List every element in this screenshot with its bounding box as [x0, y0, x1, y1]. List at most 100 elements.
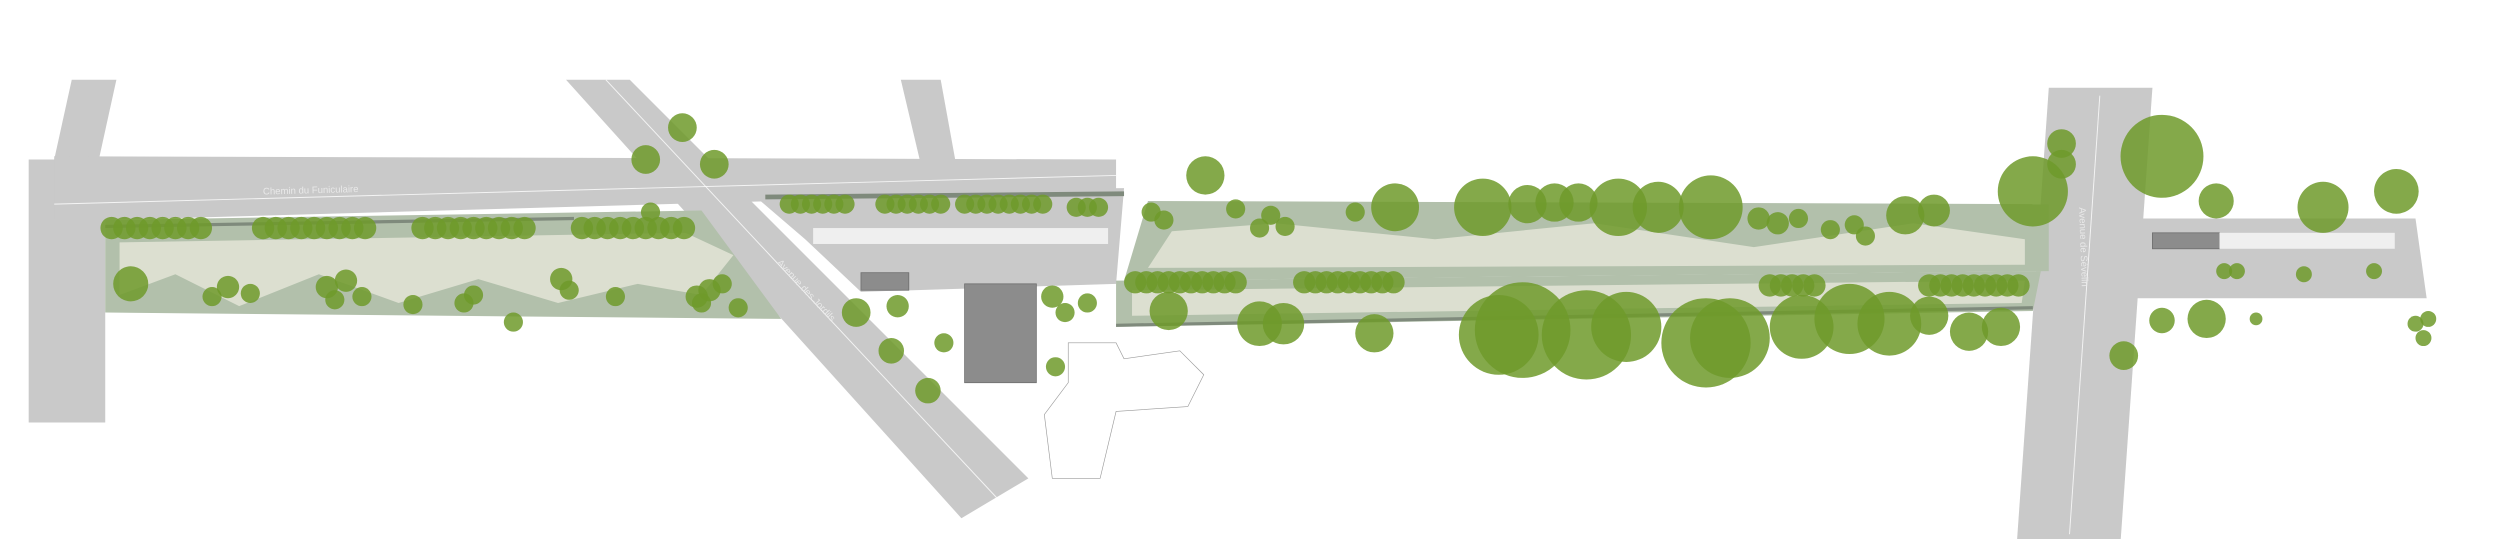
tree [559, 280, 579, 300]
tree [2415, 330, 2432, 347]
tree [1508, 184, 1547, 224]
tree [631, 145, 661, 174]
tree [1275, 216, 1295, 237]
tree [2228, 263, 2245, 280]
tree [878, 338, 905, 364]
tree [353, 216, 377, 240]
south-building-outline [1043, 342, 1205, 479]
tree [2374, 169, 2419, 214]
trees [100, 113, 2437, 404]
tree [605, 287, 625, 307]
tree [352, 287, 372, 307]
tree [2216, 263, 2233, 280]
tree [2047, 129, 2076, 158]
funiculaire-road [54, 156, 1117, 221]
tree [2249, 312, 2263, 326]
tree [886, 295, 909, 318]
tree [1250, 218, 1270, 238]
tree [2297, 181, 2349, 233]
tree [240, 283, 260, 303]
west-road-north [54, 79, 117, 160]
tree [1589, 178, 1648, 237]
tree [1766, 212, 1789, 235]
north-spur [900, 79, 957, 168]
tree [835, 194, 855, 214]
tree [1857, 291, 1922, 356]
tree [1632, 181, 1684, 233]
tree [699, 149, 729, 179]
tree [1224, 271, 1247, 294]
tree [1690, 298, 1770, 378]
tree [1261, 205, 1281, 225]
tree [1820, 220, 1840, 240]
east-platform [2136, 218, 2427, 299]
tree [1454, 178, 1512, 237]
tree [728, 298, 748, 318]
tree [1458, 295, 1539, 375]
tree [712, 274, 732, 294]
tree [1981, 307, 2021, 347]
tree [2366, 263, 2383, 280]
tree [202, 287, 222, 307]
east-shelter [2152, 232, 2220, 250]
west-park-lawn [119, 232, 734, 307]
tree [915, 377, 941, 404]
street-label-east-avenue: Avenue de Sévelin [2076, 207, 2090, 287]
tree [1226, 199, 1246, 219]
tree [1855, 226, 1875, 246]
tree [2149, 307, 2175, 334]
tree [1997, 156, 2068, 227]
tree [1055, 302, 1075, 323]
tree [1186, 156, 1225, 195]
tree [513, 216, 536, 240]
tree [1262, 302, 1305, 345]
tree [2109, 341, 2139, 370]
tree [1033, 194, 1053, 214]
tree [1591, 291, 1662, 362]
building [964, 283, 1037, 384]
tree [2187, 299, 2226, 339]
tree [1149, 291, 1188, 331]
central-park-lawn [1147, 223, 2025, 268]
tree [1355, 314, 1394, 353]
tree [216, 275, 240, 299]
tree [1088, 197, 1109, 217]
tree [403, 295, 423, 315]
tree [691, 293, 712, 313]
tree [1382, 271, 1405, 294]
tree [931, 194, 951, 214]
tree [2295, 266, 2312, 283]
tree [503, 312, 523, 332]
tree [2198, 183, 2234, 219]
tree [1949, 312, 1989, 351]
tree [1678, 175, 1743, 240]
tree [1041, 285, 1064, 308]
tree [2120, 114, 2204, 198]
tree [640, 202, 661, 222]
tree [1077, 293, 1097, 313]
tree [1747, 207, 1770, 230]
wall [765, 191, 1125, 200]
tree [934, 333, 954, 353]
tree [2407, 315, 2424, 332]
tree [113, 266, 149, 302]
tree [1910, 296, 1949, 335]
street-label-funiculaire: Chemin du Funiculaire [263, 184, 359, 197]
bike-racks [813, 228, 2395, 249]
tree [1788, 208, 1809, 229]
tree [1345, 202, 1365, 222]
west-road [28, 159, 106, 423]
tree [1045, 357, 1066, 377]
tree [841, 298, 871, 327]
tree [463, 285, 484, 305]
tree [1154, 210, 1174, 230]
tree [672, 216, 696, 240]
tree [1559, 183, 1598, 222]
tree [1918, 194, 1950, 227]
tree [1803, 274, 1826, 297]
tree [2007, 274, 2030, 297]
tree [325, 290, 345, 310]
tree [668, 113, 697, 142]
tree [334, 269, 358, 292]
